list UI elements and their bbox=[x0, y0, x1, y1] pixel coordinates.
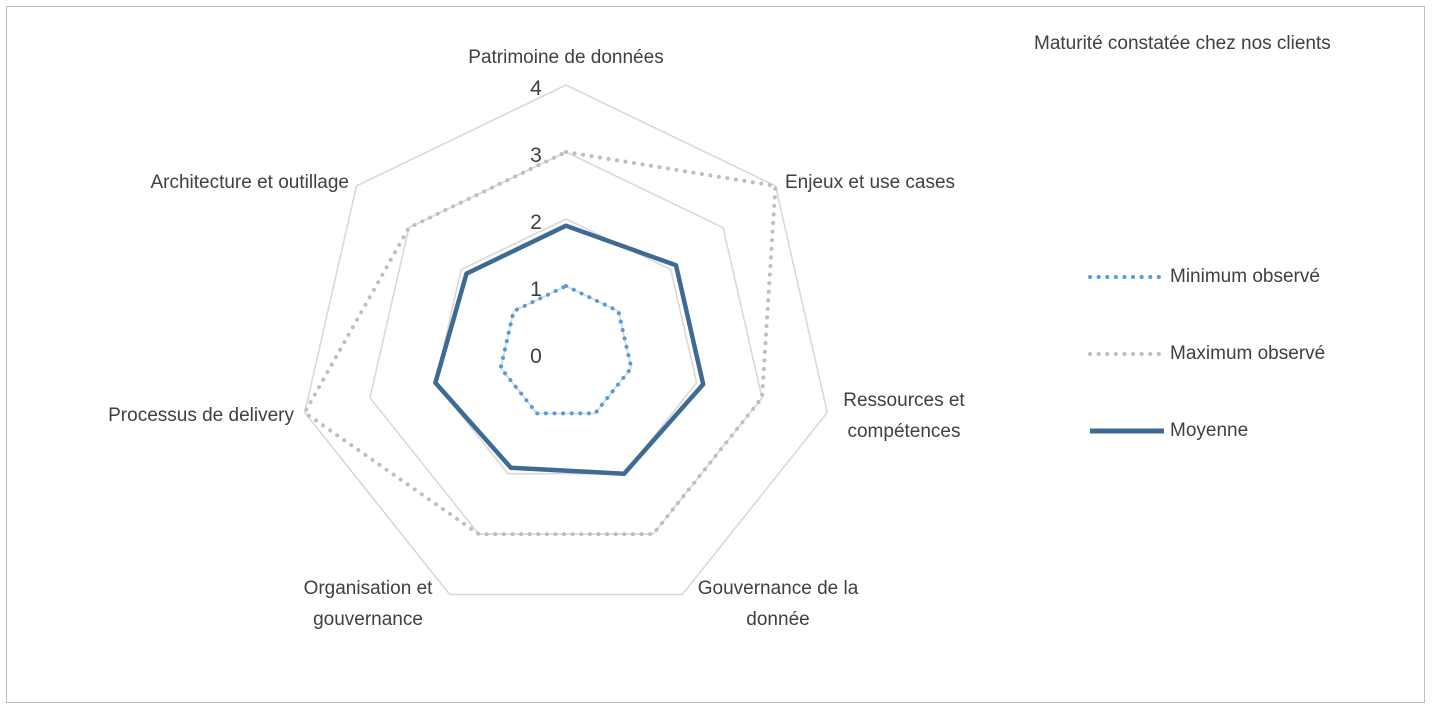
grid-ring-4 bbox=[303, 84, 829, 596]
axis-label-0: Patrimoine de données bbox=[468, 47, 663, 68]
axis-label-5: Processus de delivery bbox=[108, 405, 294, 426]
grid-ring-2 bbox=[434, 218, 698, 475]
legend-label-minimum: Minimum observé bbox=[1170, 266, 1320, 287]
chart-frame bbox=[6, 6, 1425, 703]
axis-label-1: Enjeux et use cases bbox=[785, 172, 955, 193]
series-minimum bbox=[498, 284, 634, 416]
tick-label-2: 2 bbox=[530, 211, 542, 234]
chart-title: Maturité constatée chez nos clients bbox=[1034, 33, 1331, 54]
tick-label-1: 1 bbox=[530, 278, 542, 301]
axis-label-6: Architecture et outillage bbox=[150, 172, 349, 193]
legend-item-maximum: Maximum observé bbox=[1088, 335, 1325, 373]
tick-label-3: 3 bbox=[530, 144, 542, 167]
series-maximum bbox=[302, 150, 778, 537]
legend-swatch-moyenne bbox=[1090, 428, 1164, 434]
legend-label-moyenne: Moyenne bbox=[1170, 420, 1249, 441]
series-moyenne bbox=[433, 223, 706, 476]
legend-label-maximum: Maximum observé bbox=[1170, 343, 1326, 364]
legend-item-moyenne: Moyenne bbox=[1088, 412, 1325, 450]
legend-swatch-minimum bbox=[1088, 275, 1162, 279]
legend-swatch-maximum bbox=[1088, 352, 1162, 356]
grid-ring-3 bbox=[369, 151, 763, 535]
legend: Minimum observé Maximum observé Moyenne bbox=[1088, 258, 1325, 489]
tick-label-4: 4 bbox=[530, 77, 542, 100]
tick-label-0: 0 bbox=[530, 345, 542, 368]
legend-item-minimum: Minimum observé bbox=[1088, 258, 1325, 296]
